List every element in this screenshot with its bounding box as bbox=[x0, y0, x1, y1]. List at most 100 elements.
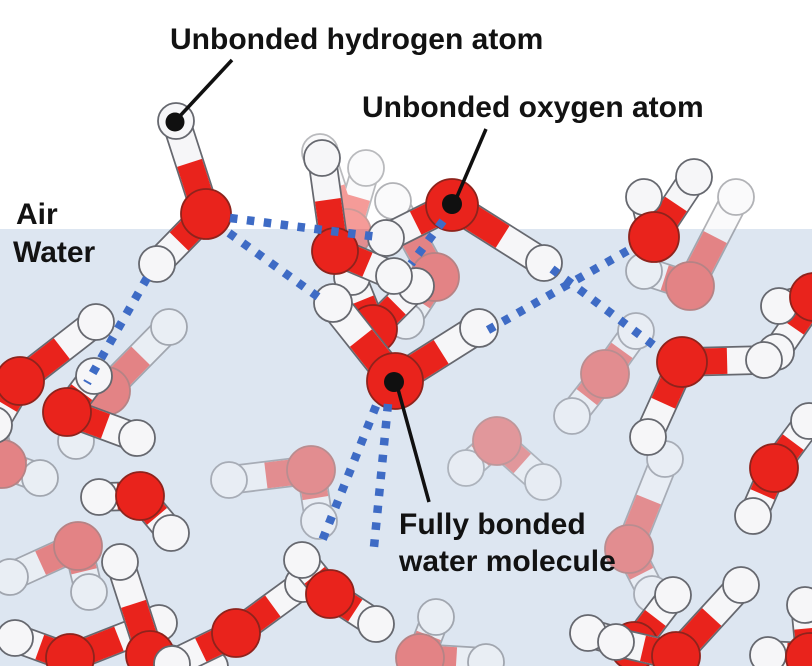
hydrogen-atom bbox=[101, 543, 139, 581]
hydrogen-atom bbox=[417, 598, 455, 636]
hydrogen-atom bbox=[597, 623, 635, 661]
oxygen-atom bbox=[604, 524, 654, 574]
oxygen-atom bbox=[628, 211, 680, 263]
hydrogen-bond bbox=[83, 275, 151, 386]
oxygen-atom bbox=[580, 349, 630, 399]
water-molecule bbox=[283, 541, 395, 643]
hydrogen-bond bbox=[316, 404, 380, 548]
hydrogen-atom bbox=[80, 478, 118, 516]
hydrogen-atom bbox=[447, 449, 485, 487]
hydrogen-atom bbox=[118, 419, 156, 457]
oxygen-atom bbox=[211, 608, 261, 658]
water-molecule bbox=[303, 139, 413, 295]
hydrogen-atom bbox=[283, 541, 321, 579]
hydrogen-atom bbox=[0, 558, 29, 596]
water-molecule bbox=[42, 357, 156, 457]
hydrogen-atom bbox=[153, 645, 191, 666]
hydrogen-atom bbox=[625, 178, 663, 216]
hydrogen-atom bbox=[745, 341, 783, 379]
oxygen-atom bbox=[115, 471, 165, 521]
hydrogen-atom bbox=[75, 357, 113, 395]
water-label: Water bbox=[13, 236, 96, 269]
oxygen-atom bbox=[749, 443, 799, 493]
hydrogen-bond bbox=[549, 265, 663, 354]
hydrogen-atom bbox=[675, 158, 713, 196]
hydrogen-atom bbox=[367, 219, 405, 257]
hydrogen-atom bbox=[303, 139, 341, 177]
hydrogen-atom bbox=[790, 402, 812, 440]
hydrogen-atom bbox=[152, 514, 190, 552]
hydrogen-atom bbox=[459, 308, 499, 348]
hydrogen-bond bbox=[369, 403, 393, 548]
hydrogen-atom bbox=[734, 497, 772, 535]
hydrogen-atom bbox=[786, 586, 812, 624]
hydrogen-atom bbox=[138, 245, 176, 283]
oxygen-atom bbox=[785, 632, 812, 666]
oxygen-atom bbox=[42, 387, 92, 437]
water-molecule bbox=[749, 586, 812, 666]
unbonded-oxygen-leader-line bbox=[454, 128, 488, 200]
fully-bonded-marker-dot bbox=[384, 372, 404, 392]
oxygen-atom bbox=[789, 272, 812, 322]
unbonded-hydrogen-marker-dot bbox=[165, 112, 185, 132]
water-molecule bbox=[757, 272, 812, 371]
fully-bonded-label-line2: water molecule bbox=[399, 545, 616, 578]
oxygen-atom bbox=[286, 445, 336, 495]
water-molecule bbox=[625, 178, 755, 311]
hydrogen-atom bbox=[150, 308, 188, 346]
hydrogen-atom bbox=[722, 566, 760, 604]
water-molecule bbox=[625, 158, 713, 263]
water-molecule bbox=[395, 598, 505, 666]
water-molecule bbox=[210, 445, 338, 540]
hydrogen-atom bbox=[654, 576, 692, 614]
hydrogen-atom bbox=[375, 257, 413, 295]
water-molecule bbox=[629, 336, 783, 456]
hydrogen-atom bbox=[21, 459, 59, 497]
water-molecule bbox=[313, 283, 499, 410]
oxygen-atom bbox=[305, 569, 355, 619]
oxygen-atom bbox=[395, 633, 445, 666]
water-molecule bbox=[80, 471, 190, 552]
oxygen-atom bbox=[656, 336, 708, 388]
oxygen-atom bbox=[45, 633, 95, 666]
hydrogen-bond bbox=[229, 213, 379, 242]
hydrogen-atom bbox=[0, 407, 13, 443]
hydrogen-bond bbox=[485, 243, 637, 334]
water-molecule bbox=[597, 566, 760, 666]
oxygen-atom bbox=[665, 261, 715, 311]
hydrogen-atom bbox=[749, 636, 787, 666]
hydrogen-bond bbox=[226, 229, 324, 303]
unbonded-hydrogen-label: Unbonded hydrogen atom bbox=[170, 23, 544, 56]
air-label: Air bbox=[16, 198, 58, 231]
hydrogen-atom bbox=[525, 244, 563, 282]
oxygen-atom bbox=[472, 416, 522, 466]
fully-bonded-leader-line bbox=[396, 388, 431, 503]
hydrogen-atom bbox=[347, 149, 385, 187]
hydrogen-atom bbox=[524, 463, 562, 501]
oxygen-atom bbox=[180, 188, 232, 240]
hydrogen-atom bbox=[210, 461, 248, 499]
oxygen-atom bbox=[651, 631, 701, 666]
unbonded-hydrogen-leader-line bbox=[177, 58, 234, 119]
oxygen-atom bbox=[53, 521, 103, 571]
hydrogen-atom bbox=[0, 619, 34, 657]
hydrogen-atom bbox=[717, 178, 755, 216]
hydrogen-atom bbox=[357, 605, 395, 643]
unbonded-oxygen-marker-dot bbox=[442, 194, 462, 214]
water-molecule bbox=[734, 402, 812, 535]
fully-bonded-label-line1: Fully bonded bbox=[399, 508, 586, 541]
hydrogen-atom bbox=[300, 502, 338, 540]
water-molecule bbox=[0, 521, 108, 611]
hydrogen-atom bbox=[77, 303, 115, 341]
water-molecule bbox=[447, 416, 562, 501]
hydrogen-atom bbox=[70, 573, 108, 611]
unbonded-oxygen-label: Unbonded oxygen atom bbox=[362, 91, 704, 124]
hydrogen-atom bbox=[467, 643, 505, 666]
hydrogen-atom bbox=[553, 397, 591, 435]
hydrogen-atom bbox=[313, 283, 353, 323]
water-molecule bbox=[153, 565, 322, 666]
hydrogen-atom bbox=[629, 418, 667, 456]
oxygen-atom bbox=[0, 356, 45, 406]
